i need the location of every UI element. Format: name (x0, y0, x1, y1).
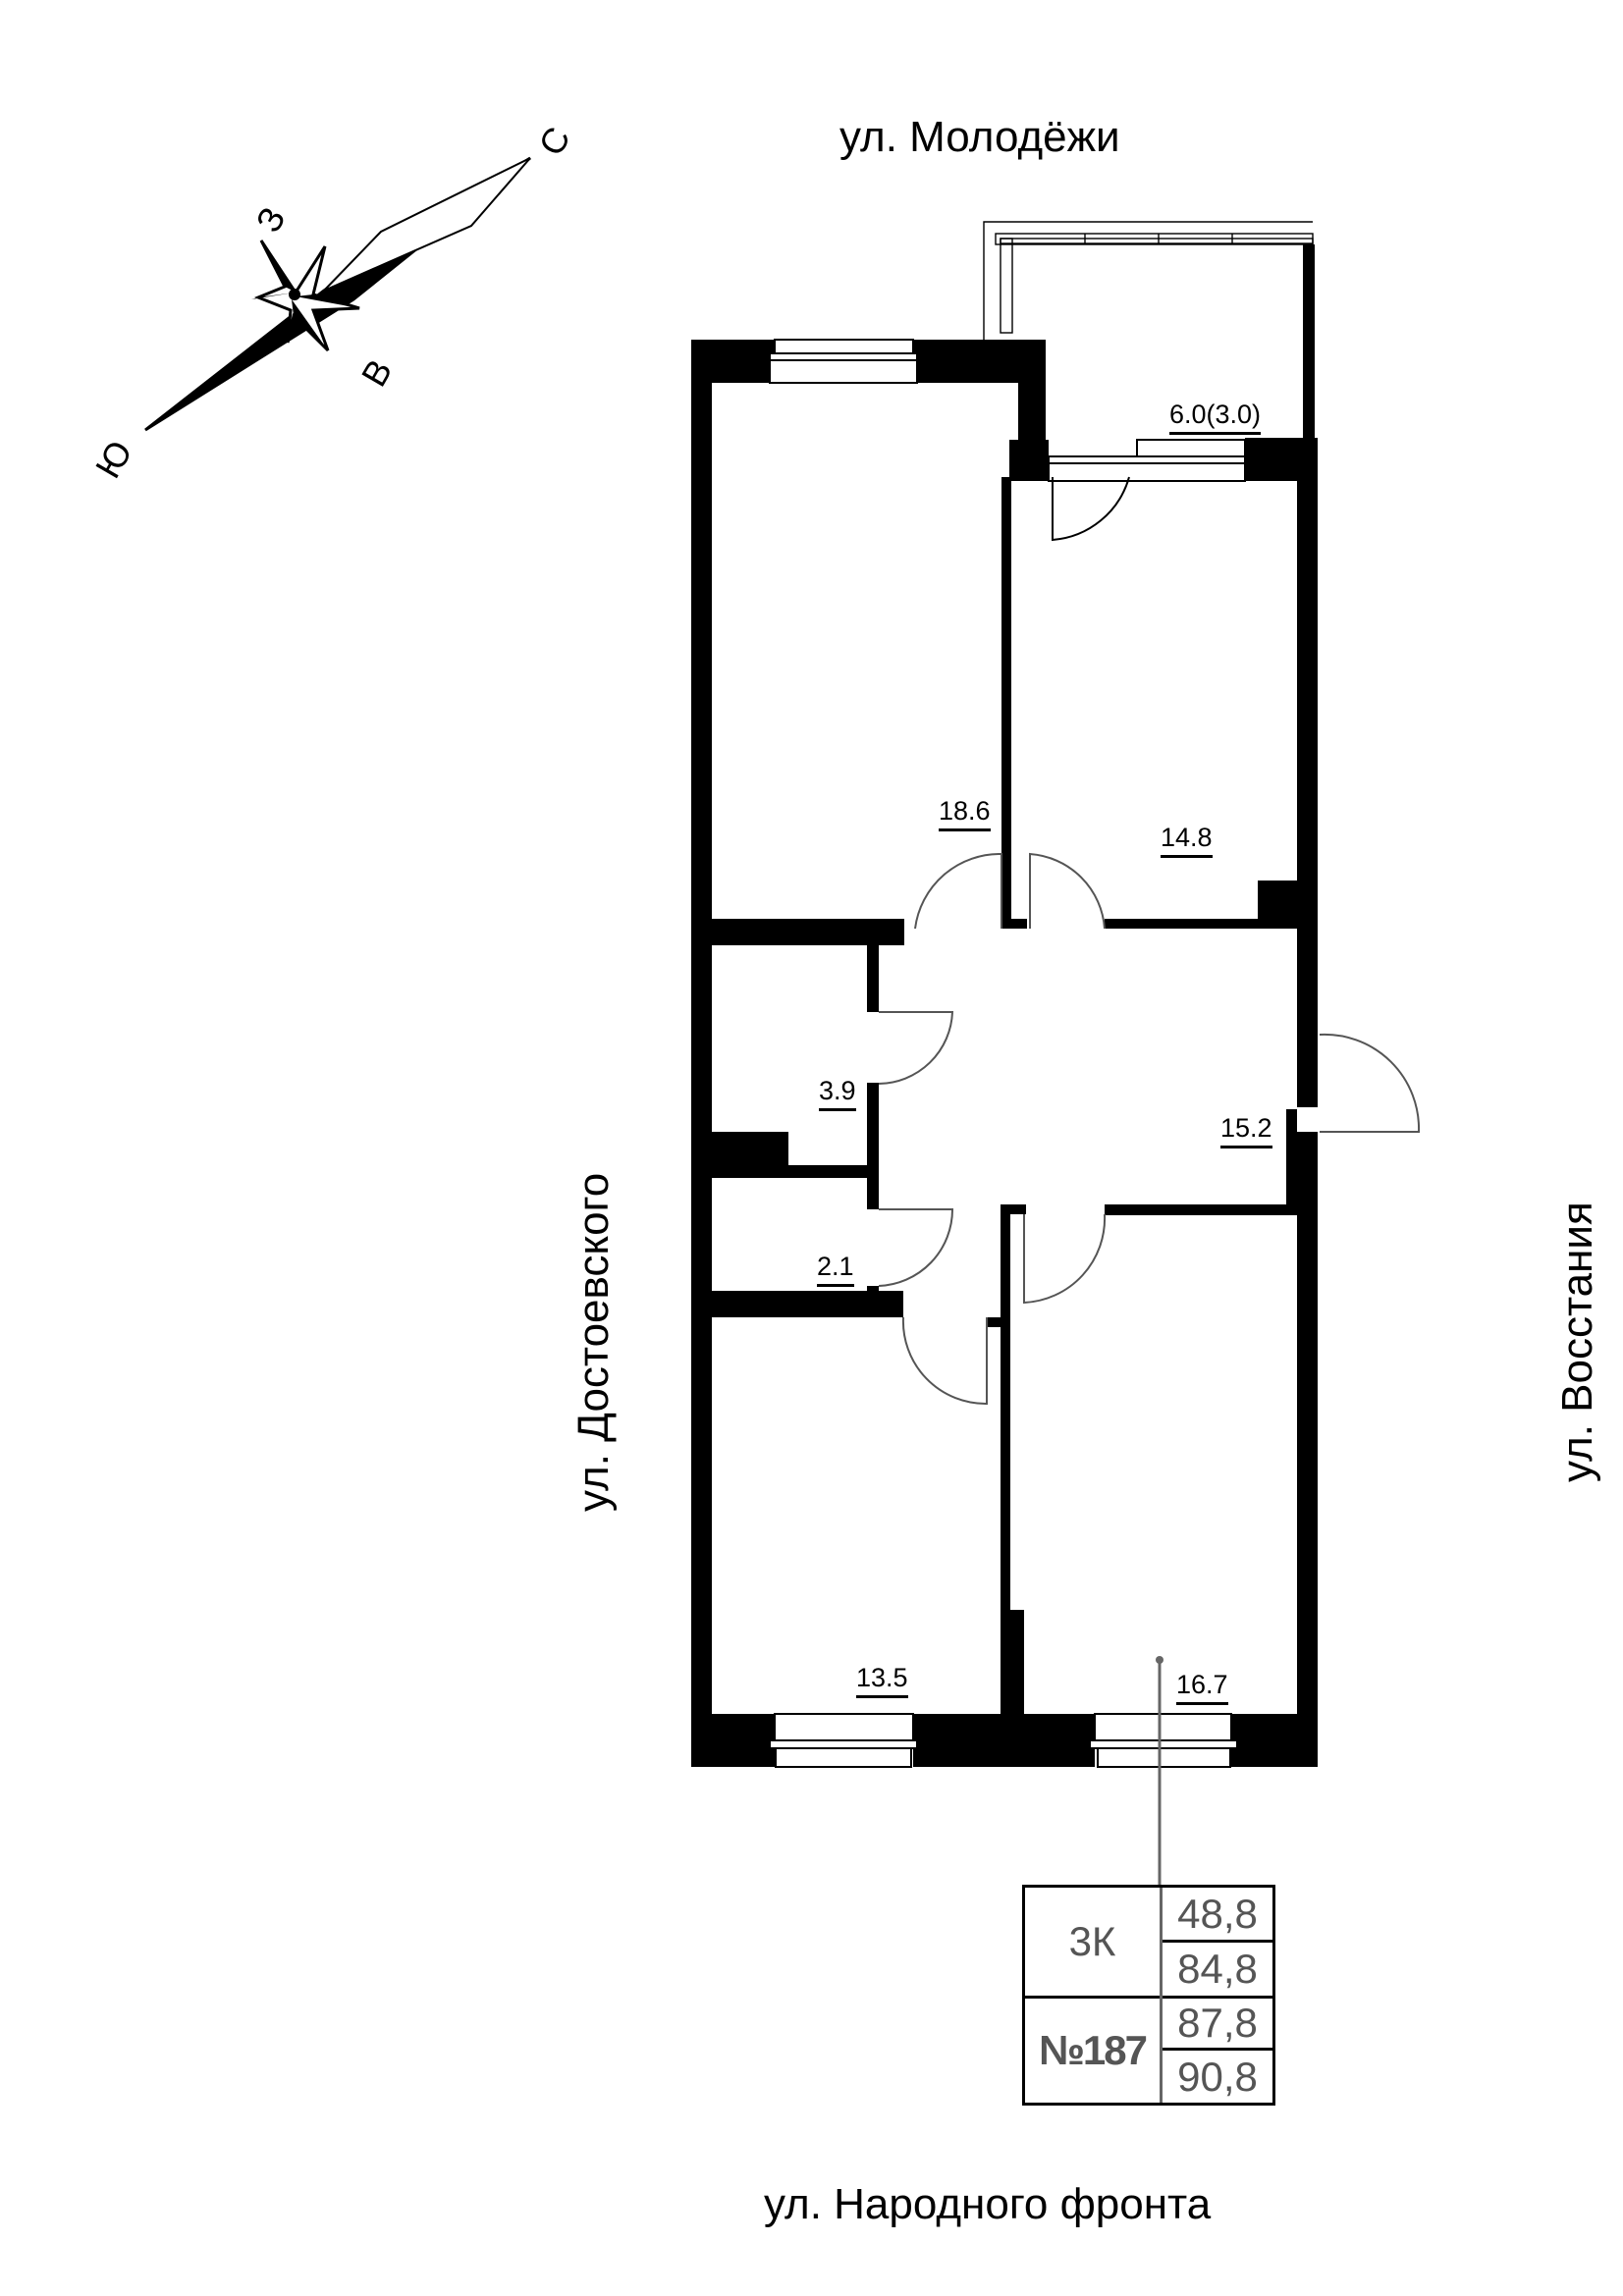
room-area-bedroom-top-right: 14.8 (1161, 825, 1213, 858)
balcony-outline (983, 221, 1315, 455)
room-area-kitchen-living: 16.7 (1176, 1672, 1228, 1705)
summary-value-area-full: 90,8 (1177, 2053, 1258, 2100)
summary-value-total-area: 84,8 (1163, 1943, 1272, 1999)
leader-line (1156, 1656, 1163, 1885)
summary-value-living-area: 48,8 (1163, 1888, 1272, 1943)
room-area-hallway: 15.2 (1220, 1115, 1272, 1148)
street-south-label: ул. Народного фронта (764, 2180, 1212, 2228)
room-area-bedroom-bottom-left: 13.5 (856, 1665, 908, 1698)
street-east-label: ул. Восстания (1553, 1201, 1601, 1482)
room-area-balcony: 6.0(3.0) (1169, 401, 1262, 435)
street-north-label: ул. Молодёжи (839, 113, 1120, 161)
room-area-bedroom-top-left: 18.6 (939, 798, 991, 831)
summary-value-area-with-balcony: 87,8 (1163, 1999, 1272, 2051)
exterior-walls (691, 340, 1318, 1767)
street-west-label: ул. Достоевского (569, 1172, 618, 1512)
summary-divider (1160, 1888, 1163, 2103)
apartment-type: 3К (1025, 1888, 1160, 1999)
doors (878, 476, 1421, 1406)
room-area-bathroom: 3.9 (819, 1078, 856, 1111)
compass-rose-icon (144, 156, 531, 432)
apartment-summary-table: 3К №187 48,8 84,8 87,8 90,8 (1022, 1885, 1275, 2106)
windows (769, 339, 1246, 1768)
interior-walls (712, 477, 1297, 1714)
room-area-toilet: 2.1 (817, 1254, 854, 1287)
apartment-number: №187 (1039, 2027, 1148, 2073)
